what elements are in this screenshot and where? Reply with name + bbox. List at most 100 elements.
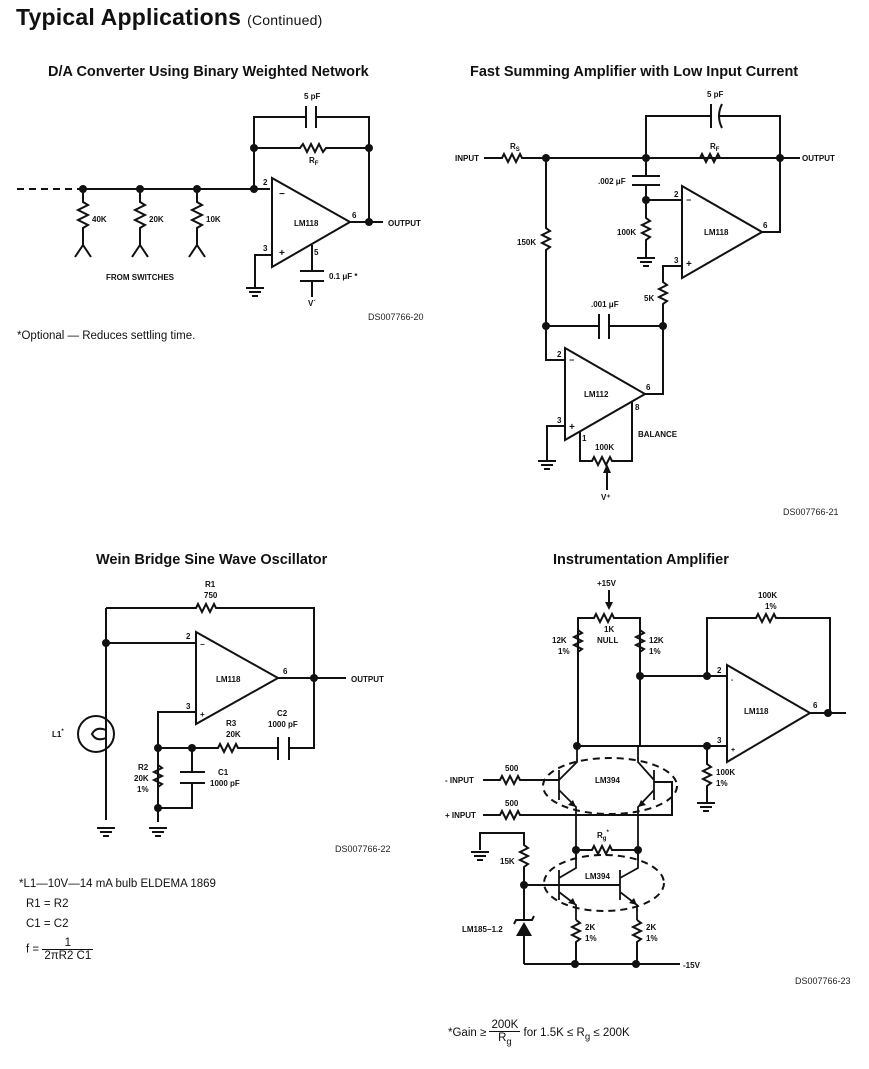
label-balance: BALANCE [638, 430, 678, 439]
label-plus-input: + INPUT [445, 811, 476, 820]
wiper-arrow-icon [603, 464, 611, 473]
ground-icon [696, 802, 716, 812]
f-lhs: f = [26, 943, 40, 956]
pin-3: 3 [186, 702, 191, 711]
label-output: OUTPUT [802, 154, 835, 163]
ground-icon [96, 827, 116, 837]
summing-ds-number: DS007766-21 [783, 507, 839, 517]
label-40k: 40K [92, 215, 107, 224]
summing-title: Fast Summing Amplifier with Low Input Cu… [470, 64, 799, 80]
gain-prefix: *Gain ≥ [448, 1027, 487, 1040]
title-text: Typical Applications [16, 4, 242, 30]
label-12k-left: 12K [552, 636, 567, 645]
inst-null-pot [577, 611, 641, 745]
label-0.1uf: 0.1 μF * [329, 272, 358, 281]
label-500-minus: 500 [505, 764, 519, 773]
label-lm394-lower: LM394 [585, 872, 610, 881]
summing-5pf-capacitor [710, 103, 723, 129]
inst-node [632, 960, 640, 968]
label-c1-value: 1000 pF [210, 779, 240, 788]
ground-icon [470, 851, 490, 861]
label-lm112: LM112 [584, 390, 609, 399]
pin-6: 6 [352, 211, 357, 220]
label-10k: 10K [206, 215, 221, 224]
resistor-10k [188, 189, 206, 258]
summing-cap-feedback [645, 115, 781, 233]
pin-3: 3 [674, 256, 679, 265]
label-input: INPUT [455, 154, 479, 163]
wein-node [310, 674, 318, 682]
label-r3: R3 [226, 719, 237, 728]
summing-001-wire [546, 325, 664, 395]
zener-bar [513, 915, 535, 925]
f-denominator: 2πR2 C1 [44, 950, 92, 962]
pin-1: 1 [582, 434, 587, 443]
label-rf: RF [710, 142, 720, 153]
ground-icon [537, 460, 557, 470]
dac-note: *Optional — Reduces settling time. [17, 330, 196, 342]
label-1pct-gnd: 1% [716, 779, 728, 788]
label-r2-value: 20K [134, 774, 149, 783]
summing-100k-resistor [639, 200, 653, 257]
inst-title: Instrumentation Amplifier [553, 552, 729, 568]
wein-noninv-wire [157, 711, 196, 822]
wein-schematic: R1 750 L1* LM118 2 3 6 − + OUTPUT R3 20K… [52, 580, 384, 837]
plus-sign: + [686, 259, 692, 270]
pin-6: 6 [646, 383, 651, 392]
summing-002-capacitor [632, 158, 682, 201]
lm394-upper-package [542, 757, 678, 815]
wein-note-l1: *L1—10V—14 mA bulb ELDEMA 1869 [19, 878, 216, 890]
label-1pct-left: 1% [558, 647, 570, 656]
plus-sign: + [200, 710, 205, 719]
ground-icon [245, 287, 265, 297]
label-5k: 5K [644, 294, 654, 303]
wein-note-c: C1 = C2 [26, 918, 69, 930]
ground-icon [148, 827, 168, 837]
pin-8: 8 [635, 403, 640, 412]
label-001uf: .001 μF [591, 300, 619, 309]
pin-6: 6 [813, 701, 818, 710]
emitter-arrow-icon [629, 898, 637, 905]
label-1pct-right: 1% [649, 647, 661, 656]
label-1k: 1K [604, 625, 614, 634]
label-rg: Rg* [597, 830, 609, 842]
inst-node [571, 960, 579, 968]
inst-rg-resistor [576, 843, 638, 857]
inst-2k-left [569, 919, 583, 964]
resistor-20k [131, 189, 149, 258]
summing-node [659, 322, 667, 330]
ground-icon [636, 257, 656, 267]
pin-3: 3 [263, 244, 268, 253]
gain-numerator: 200K [489, 1019, 521, 1032]
label-100k-fb: 100K [758, 591, 777, 600]
plus-sign: + [569, 422, 575, 433]
zener-diode-icon [516, 922, 532, 936]
label-lm118: LM118 [216, 675, 241, 684]
gain-suffix: for 1.5K ≤ R [523, 1027, 585, 1040]
label-minus-input: - INPUT [445, 776, 474, 785]
label-2k-left: 2K [585, 923, 595, 932]
summing-schematic: INPUT RS 5 pF RF OUTPUT .002 μF 100K LM1… [455, 90, 835, 502]
wein-lm118-opamp [195, 630, 281, 726]
label-100k: 100K [617, 228, 636, 237]
wein-c2-capacitor [277, 737, 290, 760]
label-r2-tol: 1% [137, 785, 149, 794]
summing-5k-resistor [656, 265, 682, 326]
label-rs: RS [510, 142, 520, 153]
label-12k-right: 12K [649, 636, 664, 645]
emitter-arrow-icon [568, 800, 576, 807]
label-15k: 15K [500, 857, 515, 866]
pin-2: 2 [186, 632, 191, 641]
dac-title: D/A Converter Using Binary Weighted Netw… [48, 64, 369, 80]
dac-ds-number: DS007766-20 [368, 312, 424, 322]
inst-lm118-opamp [726, 663, 812, 764]
summing-noninv-wire [546, 425, 565, 460]
dac-comp-capacitor [300, 245, 324, 297]
label-20k: 20K [149, 215, 164, 224]
label-c2-value: 1000 pF [268, 720, 298, 729]
label-lm118: LM118 [744, 707, 769, 716]
summing-rf-resistor [699, 151, 721, 165]
gain-den-sub: g [506, 1036, 512, 1048]
